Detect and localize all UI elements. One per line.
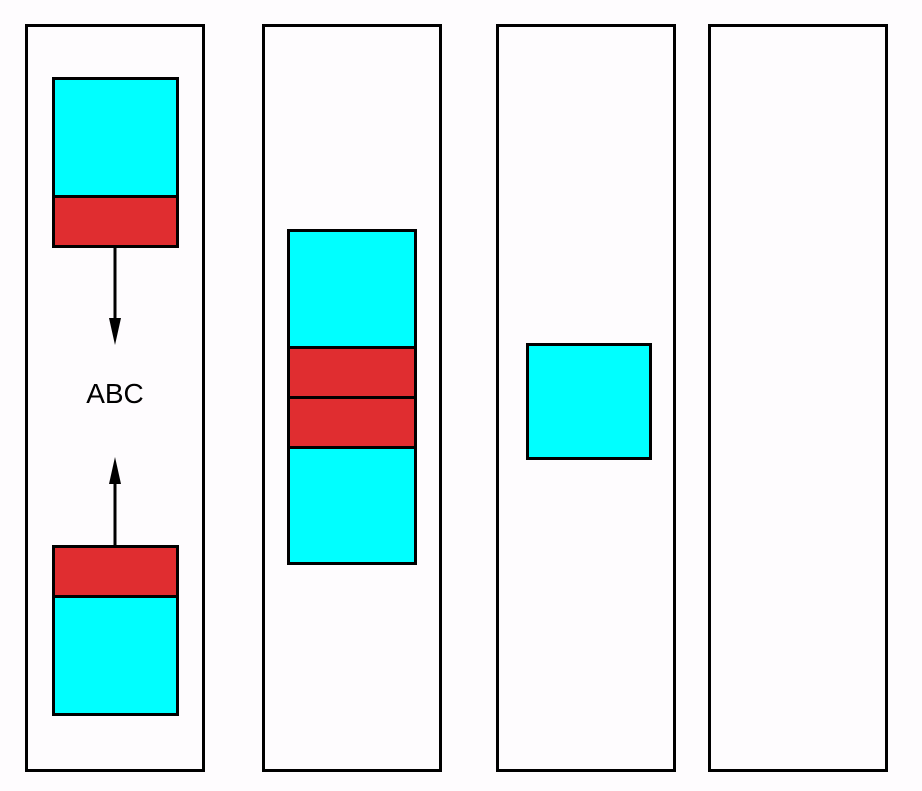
panel-1-top-cyan-block (52, 77, 179, 198)
panel-1-bottom-red-block (52, 545, 179, 598)
panel-2-top-cyan-block (287, 229, 417, 349)
panel-4-empty (708, 24, 888, 772)
panel-2-bottom-cyan-block (287, 446, 417, 565)
panel-1-label: ABC (86, 378, 144, 409)
panel-2-red-block-1 (287, 346, 417, 399)
panel-2-red-block-2 (287, 396, 417, 449)
panel-1-bottom-cyan-block (52, 595, 179, 716)
panel-3-cyan-block (526, 343, 652, 460)
panel-1-top-red-block (52, 195, 179, 248)
